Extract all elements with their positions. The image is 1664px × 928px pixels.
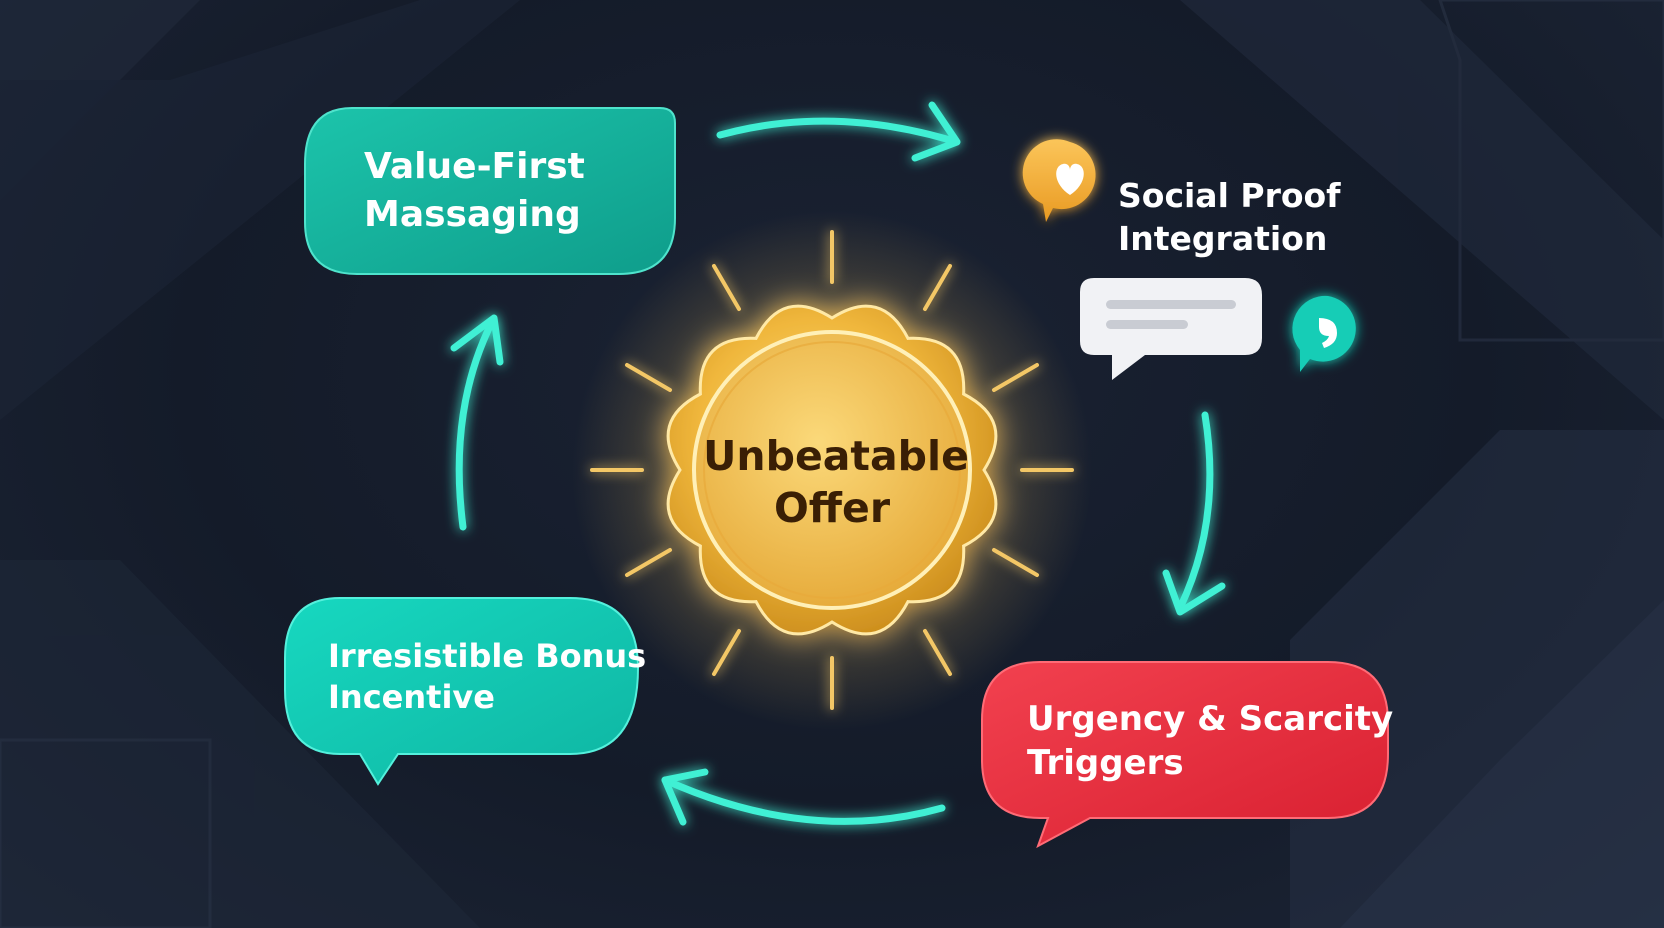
social-proof-line2: Integration bbox=[1118, 219, 1327, 258]
urgency-line1: Urgency & Scarcity bbox=[1027, 699, 1393, 739]
value-first-line1: Value-First bbox=[364, 146, 585, 187]
arrow-top bbox=[716, 101, 961, 162]
unbeatable-offer-badge: Unbeatable Offer bbox=[572, 210, 1092, 730]
heart-chat-icon bbox=[1022, 139, 1096, 222]
urgency-line2: Triggers bbox=[1027, 743, 1184, 783]
center-title-line2: Offer bbox=[774, 484, 891, 532]
social-proof-line1: Social Proof bbox=[1118, 176, 1341, 215]
quote-bubble-icon bbox=[1292, 295, 1356, 372]
urgency-bubble: Urgency & Scarcity Triggers bbox=[981, 661, 1393, 849]
arrow-bottom bbox=[661, 768, 946, 826]
bonus-line1: Irresistible Bonus bbox=[328, 637, 646, 675]
cycle-arrows bbox=[450, 101, 1226, 826]
chat-message-card bbox=[1080, 278, 1262, 380]
sun-rays bbox=[590, 230, 1074, 710]
arrow-left bbox=[450, 314, 504, 531]
arrow-right bbox=[1162, 411, 1226, 616]
value-first-bubble: Value-First Massaging bbox=[304, 107, 676, 275]
bonus-bubble: Irresistible Bonus Incentive bbox=[284, 597, 646, 786]
social-proof-group: Social Proof Integration bbox=[1022, 139, 1356, 380]
badge-inner-disc bbox=[692, 330, 972, 610]
bonus-line2: Incentive bbox=[328, 678, 495, 716]
value-first-line2: Massaging bbox=[364, 194, 581, 235]
center-title-line1: Unbeatable bbox=[703, 432, 969, 480]
